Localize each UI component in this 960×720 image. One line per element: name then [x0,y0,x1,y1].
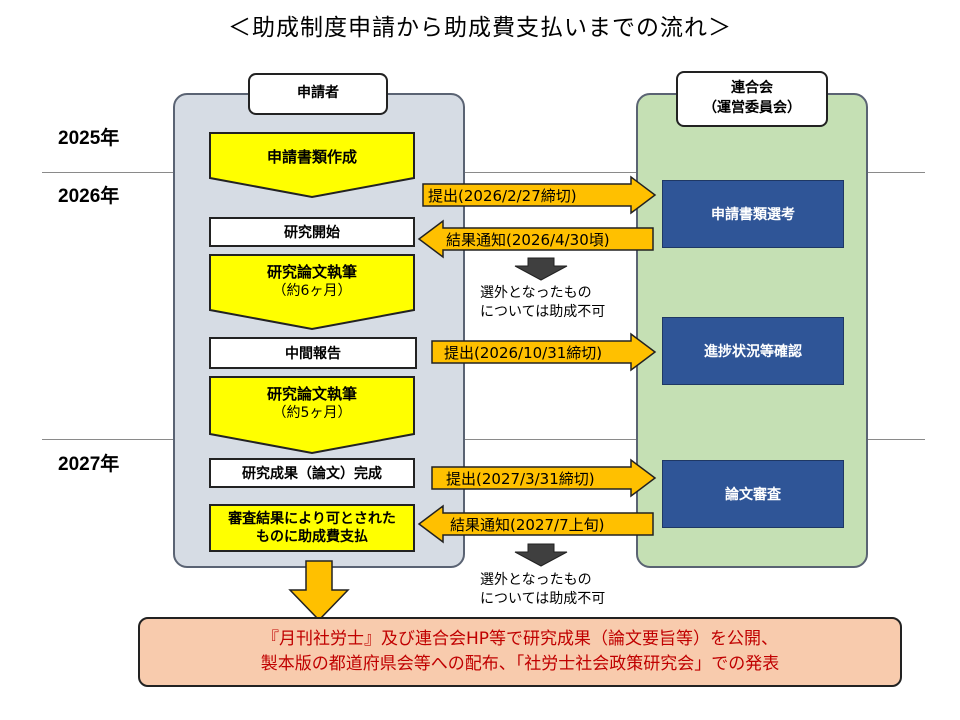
step-writing-2-duration: （約5ヶ月） [272,405,352,422]
applicant-header: 申請者 [248,73,388,115]
publication-box: 『月刊社労士』及び連合会HP等で研究成果（論文要旨等）を公開、 製本版の都道府県… [138,617,902,687]
step-prepare-documents: 申請書類作成 [209,132,415,199]
federation-paper-review-label: 論文審査 [725,487,781,503]
year-divider-2026 [42,172,925,173]
step-prepare-documents-shape [209,132,415,199]
step-prepare-documents-label: 申請書類作成 [266,148,357,166]
rejected-note-1: 選外となったもの については助成不可 [480,284,605,322]
step-interim-report: 中間報告 [209,337,417,369]
step-interim-report-label: 中間報告 [285,346,341,362]
publication-line2: 製本版の都道府県会等への配布、「社労士社会政策研究会」での発表 [260,654,780,674]
federation-paper-review: 論文審査 [662,460,844,528]
step-writing-1: 研究論文執筆 （約6ヶ月） [209,254,415,331]
federation-progress-check: 進捗状況等確認 [662,317,844,385]
federation-header: 連合会 （運営委員会） [676,71,828,127]
result-arrow-2-label: 結果通知(2027/7上旬) [450,515,605,534]
step-grant-payment-line2: ものに助成費支払 [256,529,368,545]
federation-document-screening-label: 申請書類選考 [711,207,795,223]
rejected-note-2: 選外となったもの については助成不可 [480,571,605,609]
rejected-arrow-2 [514,543,568,567]
year-label-2027: 2027年 [58,454,120,475]
submit-arrow-3 [431,458,657,498]
step-paper-complete: 研究成果（論文）完成 [209,458,415,488]
rejected-note-1-line1: 選外となったもの [480,285,592,301]
federation-progress-check-label: 進捗状況等確認 [704,344,802,360]
year-label-2025: 2025年 [58,128,120,149]
rejected-note-2-line1: 選外となったもの [480,572,592,588]
result-arrow-1-label: 結果通知(2026/4/30頃) [446,230,610,249]
submit-arrow-2 [431,332,657,372]
step-grant-payment: 審査結果により可とされた ものに助成費支払 [209,504,415,552]
diagram-title: ＜助成制度申請から助成費支払いまでの流れ＞ [228,15,732,41]
step-writing-2: 研究論文執筆 （約5ヶ月） [209,376,415,455]
publication-line1: 『月刊社労士』及び連合会HP等で研究成果（論文要旨等）を公開、 [261,629,779,650]
step-writing-1-shape [209,254,415,331]
federation-document-screening: 申請書類選考 [662,180,844,248]
submit-arrow-3-label: 提出(2027/3/31締切) [446,469,595,488]
federation-header-line2: （運営委員会） [703,100,801,116]
step-grant-payment-line1: 審査結果により可とされた [228,510,396,527]
submit-arrow-1-label: 提出(2026/2/27締切) [428,186,577,205]
result-arrow-2 [417,504,654,544]
result-arrow-1 [417,219,654,259]
federation-header-line1: 連合会 [731,80,773,97]
step-writing-1-duration: （約6ヶ月） [272,283,352,300]
publication-arrow [288,560,350,622]
step-writing-1-title: 研究論文執筆 [266,263,357,281]
step-writing-2-shape [209,376,415,455]
year-divider-2027 [42,439,925,440]
submit-arrow-1 [422,175,657,215]
step-paper-complete-label: 研究成果（論文）完成 [242,466,382,482]
step-writing-2-title: 研究論文執筆 [266,385,357,403]
applicant-header-label: 申請者 [297,85,339,102]
rejected-arrow-1 [514,257,568,281]
step-research-start: 研究開始 [209,217,415,247]
rejected-note-1-line2: については助成不可 [480,303,606,320]
rejected-note-2-line2: については助成不可 [480,590,606,607]
submit-arrow-2-label: 提出(2026/10/31締切) [444,343,603,362]
step-research-start-label: 研究開始 [284,225,340,241]
year-label-2026: 2026年 [58,186,120,207]
